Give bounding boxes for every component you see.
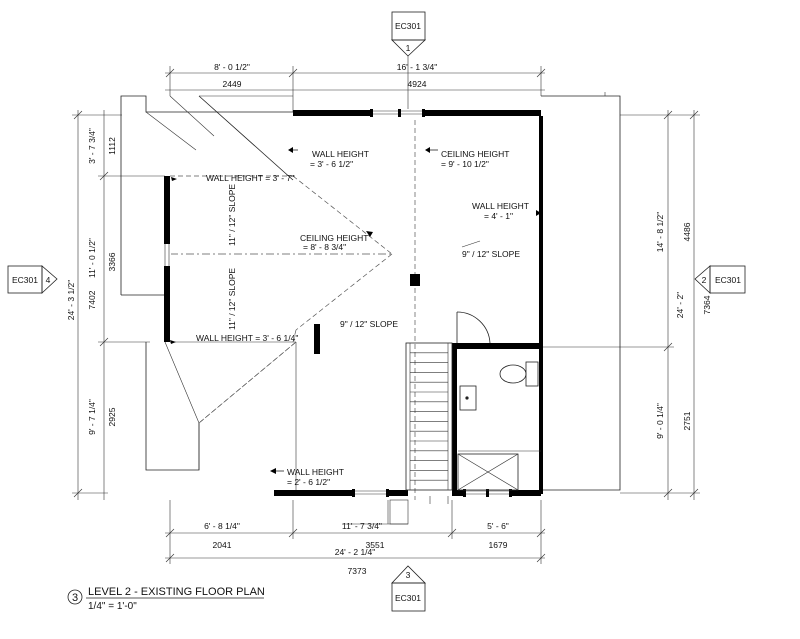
dim-left-seg3-imperial: 9' - 7 1/4": [87, 399, 97, 435]
walls: [163, 109, 543, 497]
stair: [405, 342, 453, 491]
dim-top-left-metric: 2449: [223, 79, 242, 89]
drawing-scale: 1/4" = 1'-0": [88, 601, 137, 612]
drawing-title-text: LEVEL 2 - EXISTING FLOOR PLAN: [88, 586, 265, 598]
section-tag-top-number: 1: [406, 43, 411, 53]
note-wall-height-2: WALL HEIGHT = 3' - 7": [206, 173, 294, 183]
stair-treads: [410, 352, 448, 481]
drawing-title: 3 LEVEL 2 - EXISTING FLOOR PLAN 1/4" = 1…: [67, 586, 265, 612]
dim-top-right-imperial: 16' - 1 3/4": [397, 62, 438, 72]
section-tag-left-sheet: EC301: [12, 275, 38, 285]
roof-outline: [120, 92, 621, 491]
note-ceiling-height-2: CEILING HEIGHT: [300, 233, 368, 243]
section-tag-bottom-number: 3: [406, 570, 411, 580]
dim-bottom-left-imperial: 6' - 8 1/4": [204, 521, 240, 531]
sink-icon: [459, 385, 477, 411]
toilet-icon: [499, 361, 539, 387]
dim-left-seg1-imperial: 3' - 7 3/4": [87, 128, 97, 164]
note-wall-height-3: WALL HEIGHT: [472, 201, 529, 211]
note-slope-9-center: 9" / 12" SLOPE: [340, 319, 398, 329]
note-wall-height-5-value: = 2' - 6 1/2": [287, 477, 330, 487]
note-slope-11-upper: 11" / 12" SLOPE: [227, 184, 237, 246]
dim-left-seg1-metric: 1112: [107, 137, 117, 155]
section-tag-left[interactable]: EC301 4: [7, 265, 58, 294]
section-tag-bottom[interactable]: 3 EC301: [391, 565, 426, 612]
note-wall-height-3-value: = 4' - 1": [484, 211, 513, 221]
section-tag-top[interactable]: EC301 1: [391, 11, 427, 57]
note-wall-height-1-value: = 3' - 6 1/2": [310, 159, 353, 169]
dim-top-left-imperial: 8' - 0 1/2": [214, 62, 250, 72]
note-ceiling-height-1: CEILING HEIGHT: [441, 149, 509, 159]
section-tag-bottom-sheet: EC301: [395, 593, 421, 603]
dim-bottom-right-imperial: 5' - 6": [487, 521, 509, 531]
leader-lines: [170, 147, 541, 474]
dim-left-seg2-imperial: 11' - 0 1/2": [87, 238, 97, 278]
section-tag-right-sheet: EC301: [715, 275, 741, 285]
dim-bottom-right-metric: 1679: [489, 540, 508, 550]
note-slope-11-lower: 11" / 12" SLOPE: [227, 268, 237, 330]
shower-icon: [457, 450, 541, 491]
dim-bottom-total-metric: 7373: [348, 566, 367, 576]
dim-bottom-mid-imperial: 11' - 7 3/4": [342, 521, 382, 531]
note-ceiling-height-2-value: = 8' - 8 3/4": [303, 242, 346, 252]
dim-right-seg2-metric: 2751: [682, 411, 692, 430]
dim-right-seg1-metric: 4486: [682, 222, 692, 241]
note-wall-height-5: WALL HEIGHT: [287, 467, 344, 477]
dim-right-seg2-imperial: 9' - 0 1/4": [655, 403, 665, 439]
dim-left-total-imperial: 24' - 3 1/2": [66, 280, 76, 321]
note-ceiling-height-1-value: = 9' - 10 1/2": [441, 159, 489, 169]
section-tag-left-number: 4: [46, 275, 51, 285]
ceiling-lines: [170, 112, 416, 500]
stair-landing: [342, 496, 449, 525]
note-wall-height-1: WALL HEIGHT: [312, 149, 369, 159]
dim-left-seg2-metric: 3366: [107, 252, 117, 271]
dim-bottom-left-metric: 2041: [213, 540, 232, 550]
dimension-lines: [72, 66, 700, 564]
dim-left-seg3-metric: 2925: [107, 407, 117, 426]
note-wall-height-4: WALL HEIGHT = 3' - 6 1/4": [196, 333, 298, 343]
dim-right-total-imperial: 24' - 2": [675, 292, 685, 318]
bathroom: [456, 311, 541, 491]
dim-bottom-total-imperial: 24' - 2 1/4": [335, 547, 376, 557]
section-tag-top-sheet: EC301: [395, 21, 421, 31]
drawing-number: 3: [72, 592, 78, 604]
dim-right-total-metric: 7364: [702, 295, 712, 314]
dim-top-right-metric: 4924: [408, 79, 427, 89]
section-tag-right[interactable]: 2 EC301: [694, 265, 746, 294]
section-tag-right-number: 2: [702, 275, 707, 285]
note-slope-9-right: 9" / 12" SLOPE: [462, 249, 520, 259]
dim-bottom-mid-metric: 3551: [366, 540, 385, 550]
dim-left-total-metric: 7402: [87, 290, 97, 309]
dim-right-seg1-imperial: 14' - 8 1/2": [655, 212, 665, 253]
